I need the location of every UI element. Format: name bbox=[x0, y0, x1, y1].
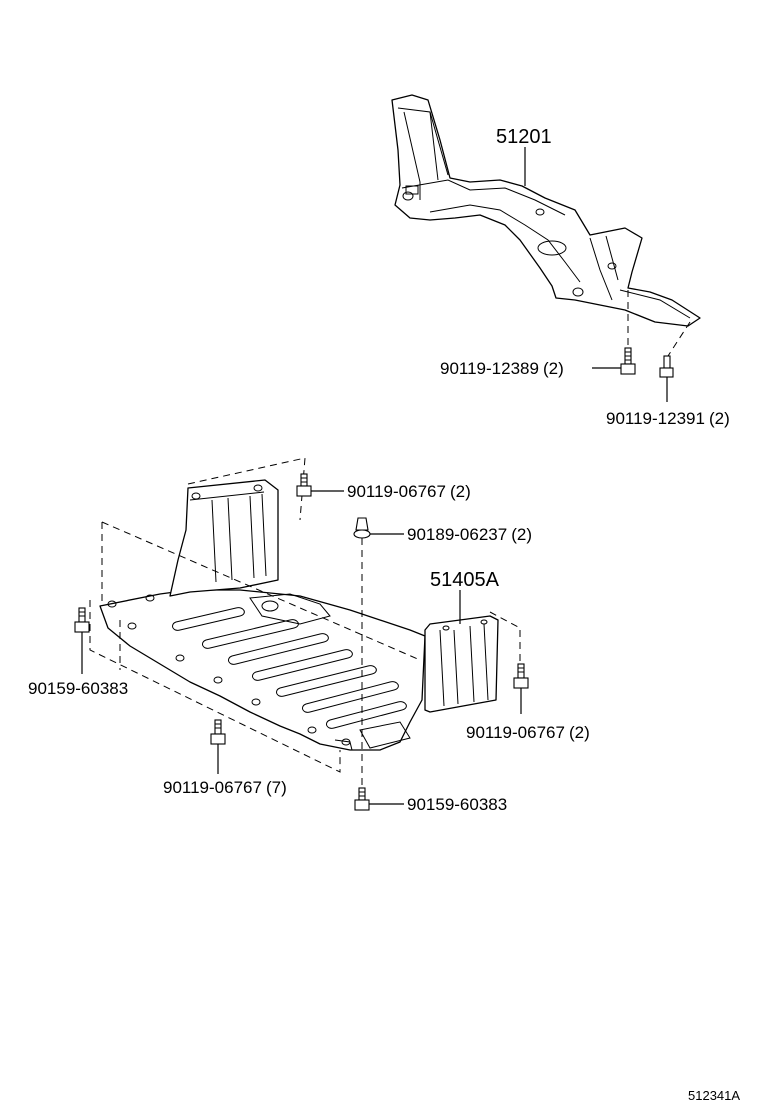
under-cover-part bbox=[99, 479, 499, 751]
part-number-bolt-bottom: 90119-06767(7) bbox=[163, 778, 287, 797]
bolt-icon bbox=[513, 663, 529, 689]
bolt-icon bbox=[296, 473, 312, 497]
part-number-bolt-upper: 90119-06767(2) bbox=[347, 482, 471, 501]
crossmember-part bbox=[391, 94, 701, 327]
part-number-bolt-top-left: 90119-12389(2) bbox=[440, 359, 564, 378]
part-number-crossmember: 51201 bbox=[496, 126, 552, 148]
part-number-bolt-right: 90119-06767(2) bbox=[466, 723, 590, 742]
part-number-bolt-lower: 90159-60383 bbox=[407, 795, 507, 814]
part-number-clip: 90189-06237(2) bbox=[407, 525, 532, 544]
bolt-icon bbox=[74, 607, 90, 633]
bolt-icon bbox=[354, 787, 370, 811]
mount-line bbox=[187, 457, 306, 521]
reference-code: 512341A bbox=[688, 1088, 740, 1103]
mount-line bbox=[89, 600, 341, 773]
part-number-bolt-left: 90159-60383 bbox=[28, 679, 128, 698]
mount-line bbox=[667, 321, 691, 357]
bolt-icon bbox=[659, 355, 674, 378]
bolt-icon bbox=[210, 719, 226, 745]
part-number-under-cover: 51405A bbox=[430, 569, 500, 591]
part-number-bolt-top-right: 90119-12391(2) bbox=[606, 409, 730, 428]
mount-line bbox=[101, 521, 421, 661]
clip-icon bbox=[353, 517, 371, 539]
bolt-icon bbox=[620, 347, 636, 375]
